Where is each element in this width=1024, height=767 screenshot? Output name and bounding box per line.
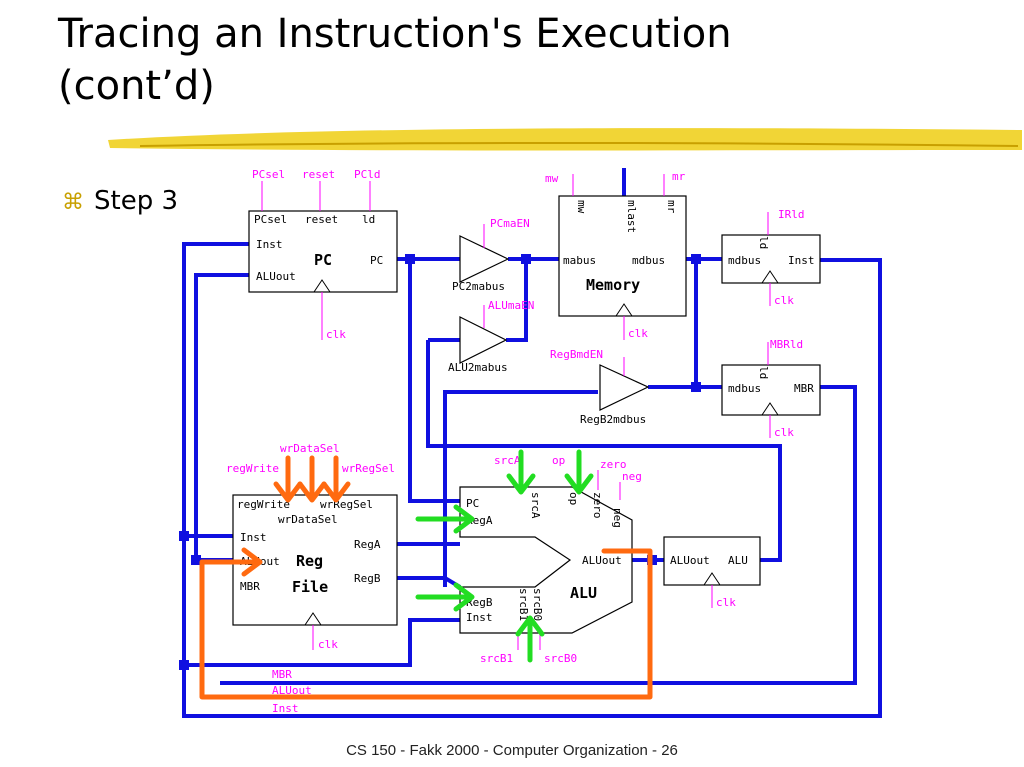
pc-port-reset: reset bbox=[305, 213, 338, 226]
alu-ctrl-neg: neg bbox=[622, 470, 642, 483]
memory-port-mw: mw bbox=[575, 200, 588, 214]
regfile-ctrl-wrregsel: wrRegSel bbox=[342, 462, 395, 475]
pc2mabus-ctrl: PCmaEN bbox=[490, 217, 530, 230]
regfile-name-2: File bbox=[292, 578, 328, 596]
pc-block: PCsel reset PCld PCsel reset ld Inst ALU… bbox=[248, 168, 398, 341]
bullet-text: Step 3 bbox=[94, 186, 179, 216]
pc-port-pcsel: PCsel bbox=[254, 213, 287, 226]
slide-footer: CS 150 - Fakk 2000 - Computer Organizati… bbox=[346, 742, 678, 759]
alu-port-zero: zero bbox=[591, 492, 604, 519]
pc-clk: clk bbox=[326, 328, 346, 341]
regfile-ctrl-wrdatasel: wrDataSel bbox=[280, 442, 340, 455]
aluout-register: ALUout ALU clk bbox=[663, 536, 761, 609]
pc-ctrl-pcld: PCld bbox=[354, 168, 381, 181]
ir-port-inst: Inst bbox=[788, 254, 815, 267]
regfile-ctrl-regwrite: regWrite bbox=[226, 462, 279, 475]
alu-block: srcA op zero neg PC RegA srcA op zero ne… bbox=[459, 454, 642, 665]
regfile-clk: clk bbox=[318, 638, 338, 651]
pc-port-pc: PC bbox=[370, 254, 383, 267]
regfile-port-inst: Inst bbox=[240, 531, 267, 544]
memory-name: Memory bbox=[586, 276, 640, 294]
bullet-glyph-icon: ⌘ bbox=[62, 190, 84, 215]
regfile-port-regwrite: regWrite bbox=[237, 498, 290, 511]
alu2mabus-buffer: ALUmaEN ALU2mabus bbox=[448, 299, 534, 374]
memory-port-mabus: mabus bbox=[563, 254, 596, 267]
pc-port-ld: ld bbox=[362, 213, 375, 226]
title-underline-shade bbox=[139, 142, 1019, 147]
bullet-step: ⌘ Step 3 bbox=[62, 186, 178, 216]
mbr-ctrl: MBRld bbox=[770, 338, 803, 351]
pc-port-inst: Inst bbox=[256, 238, 283, 251]
memory-ctrl-mw: mw bbox=[545, 172, 559, 185]
alu-port-neg: neg bbox=[611, 508, 624, 528]
alu-port-aluout: ALUout bbox=[582, 554, 622, 567]
memory-port-mlast: mlast bbox=[625, 200, 638, 233]
regfile-port-mbr: MBR bbox=[240, 580, 260, 593]
memory-block: mw mr mw mlast mr mabus mdbus Memory clk bbox=[545, 170, 687, 340]
alu2mabus-name: ALU2mabus bbox=[448, 361, 508, 374]
ir-clk: clk bbox=[774, 294, 794, 307]
pc2mabus-name: PC2mabus bbox=[452, 280, 505, 293]
memory-port-mdbus: mdbus bbox=[632, 254, 665, 267]
datapath-diagram: PCsel reset PCld PCsel reset ld Inst ALU… bbox=[108, 128, 1022, 718]
ir-port-ld: ld bbox=[757, 236, 770, 249]
orange-arrows bbox=[199, 455, 653, 700]
alu-port-pc: PC bbox=[466, 497, 479, 510]
alu-name: ALU bbox=[570, 584, 597, 602]
mbr-clk: clk bbox=[774, 426, 794, 439]
alu-port-srca: srcA bbox=[529, 492, 542, 519]
regfile-port-regb: RegB bbox=[354, 572, 381, 585]
mbr-port-mbr: MBR bbox=[794, 382, 814, 395]
bottom-bus-inst: Inst bbox=[272, 702, 299, 715]
bottom-bus-aluout: ALUout bbox=[272, 684, 312, 697]
pc-ctrl-pcsel: PCsel bbox=[252, 168, 285, 181]
alu-port-inst: Inst bbox=[466, 611, 493, 624]
alu-ctrl-op: op bbox=[552, 454, 565, 467]
aluout-reg-port-alu: ALU bbox=[728, 554, 748, 567]
alu-port-op: op bbox=[567, 492, 580, 505]
alu-ctrl-zero: zero bbox=[600, 458, 627, 471]
slide-title: Tracing an Instruction's Execution (cont… bbox=[58, 8, 732, 112]
green-arrows bbox=[415, 449, 594, 663]
alu-ctrl-srcb0: srcB0 bbox=[544, 652, 577, 665]
regfile-name-1: Reg bbox=[296, 552, 323, 570]
ir-block: IRld ld mdbus Inst clk bbox=[721, 208, 821, 307]
aluout-reg-clk: clk bbox=[716, 596, 736, 609]
alu-port-srcb1: srcB1 bbox=[517, 588, 530, 621]
regfile-port-wrregsel: wrRegSel bbox=[320, 498, 373, 511]
mbr-port-ld: ld bbox=[757, 366, 770, 379]
pc2mabus-buffer: PCmaEN PC2mabus bbox=[452, 217, 530, 293]
title-line-1: Tracing an Instruction's Execution bbox=[58, 11, 732, 57]
alu-port-srcb0: srcB0 bbox=[531, 588, 544, 621]
bottom-bus-mbr: MBR bbox=[272, 668, 292, 681]
ir-port-mdbus: mdbus bbox=[728, 254, 761, 267]
alu-ctrl-srcb1: srcB1 bbox=[480, 652, 513, 665]
alu2mabus-ctrl: ALUmaEN bbox=[488, 299, 534, 312]
bottom-bus-labels: MBR ALUout Inst bbox=[272, 668, 312, 715]
alu-ctrl-srca: srcA bbox=[494, 454, 521, 467]
memory-ctrl-mr: mr bbox=[672, 170, 686, 183]
pc-name: PC bbox=[314, 251, 332, 269]
memory-port-mr: mr bbox=[665, 200, 678, 214]
pc-ctrl-reset: reset bbox=[302, 168, 335, 181]
ir-ctrl: IRld bbox=[778, 208, 805, 221]
title-line-2: (cont’d) bbox=[58, 63, 215, 109]
pc-port-aluout: ALUout bbox=[256, 270, 296, 283]
mbr-block: MBRld ld mdbus MBR clk bbox=[721, 338, 821, 439]
regb2mdbus-ctrl: RegBmdEN bbox=[550, 348, 603, 361]
regfile-port-wrdatasel: wrDataSel bbox=[278, 513, 338, 526]
regb2mdbus-name: RegB2mdbus bbox=[580, 413, 646, 426]
regfile-port-rega: RegA bbox=[354, 538, 381, 551]
title-underline bbox=[108, 128, 1022, 151]
regb2mdbus-buffer: RegBmdEN RegB2mdbus bbox=[550, 348, 650, 426]
memory-clk: clk bbox=[628, 327, 648, 340]
mbr-port-mdbus: mdbus bbox=[728, 382, 761, 395]
aluout-reg-port-aluout: ALUout bbox=[670, 554, 710, 567]
